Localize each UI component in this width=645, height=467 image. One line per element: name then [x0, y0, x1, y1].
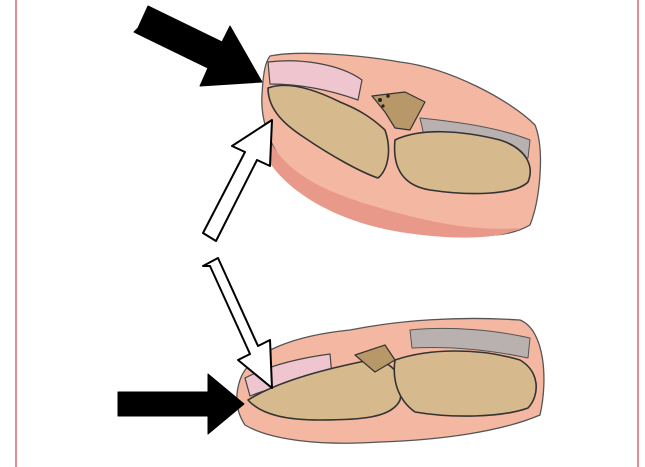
top-finger: [262, 53, 541, 237]
force-arrow-bottom: [118, 374, 244, 434]
fracture-speck: [381, 104, 384, 107]
transition-arrow-up: [203, 120, 272, 241]
transition-arrow-down: [203, 258, 272, 388]
bottom-finger: [237, 318, 544, 443]
bottom-middle-phalanx: [394, 351, 536, 416]
force-arrow-top: [134, 6, 262, 86]
fracture-speck: [386, 94, 390, 98]
fracture-speck: [378, 98, 382, 102]
